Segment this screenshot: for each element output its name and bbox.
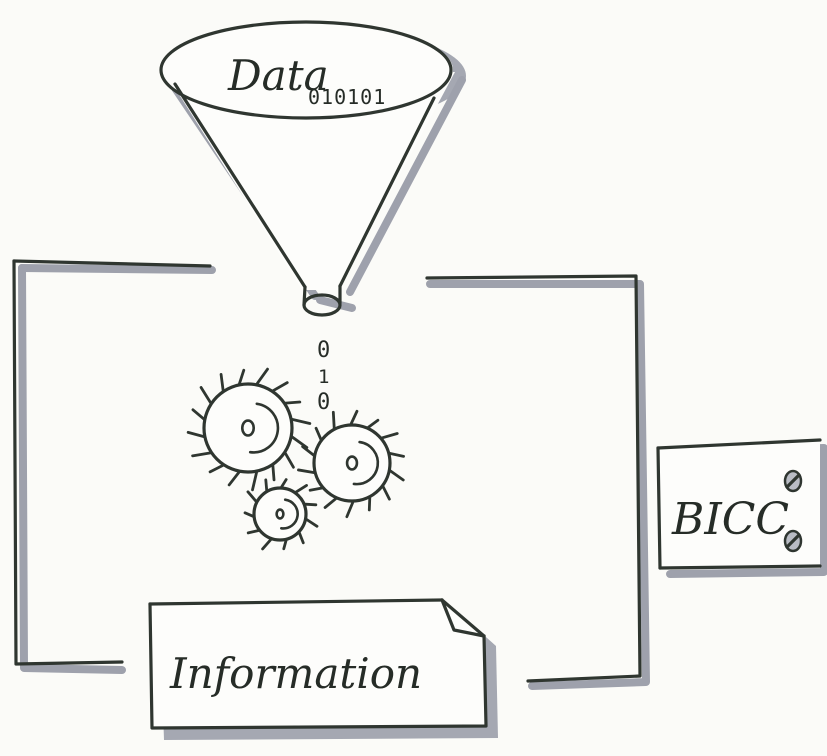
bit-stream: 0 1 0	[317, 338, 330, 415]
gear-large-icon	[186, 367, 312, 492]
data-label: Data	[227, 51, 329, 100]
gear-medium-icon	[297, 409, 405, 519]
information-document: Information	[148, 598, 498, 740]
bicc-device: BICC	[656, 438, 827, 578]
bit-zero-bottom: 0	[317, 390, 330, 415]
data-funnel: Data 010101	[159, 20, 466, 317]
screw-icon	[783, 529, 803, 553]
process-frame	[12, 259, 650, 690]
screw-icon	[783, 469, 803, 493]
gear-small-icon	[243, 478, 319, 551]
information-label: Information	[169, 649, 422, 698]
processing-gears	[186, 367, 405, 551]
bicc-label: BICC	[671, 494, 789, 545]
bit-zero-top: 0	[317, 338, 330, 363]
bit-one: 1	[318, 366, 329, 388]
binary-digits: 010101	[308, 85, 386, 109]
